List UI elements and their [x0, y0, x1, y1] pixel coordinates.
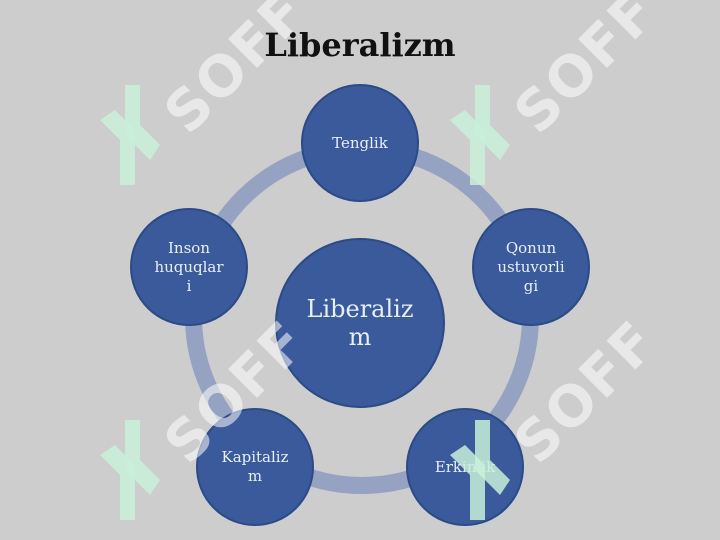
- page-title: Liberalizm: [264, 26, 456, 64]
- node-qonun-ustuvorligi: Qonun ustuvorli gi: [472, 208, 590, 326]
- node-kapitalizm: Kapitaliz m: [196, 408, 314, 526]
- node-tenglik: Tenglik: [301, 84, 419, 202]
- node-erkinlik: Erkinlik: [406, 408, 524, 526]
- node-inson-huquqlari: Inson huquqlar i: [130, 208, 248, 326]
- center-node: Liberaliz m: [275, 238, 445, 408]
